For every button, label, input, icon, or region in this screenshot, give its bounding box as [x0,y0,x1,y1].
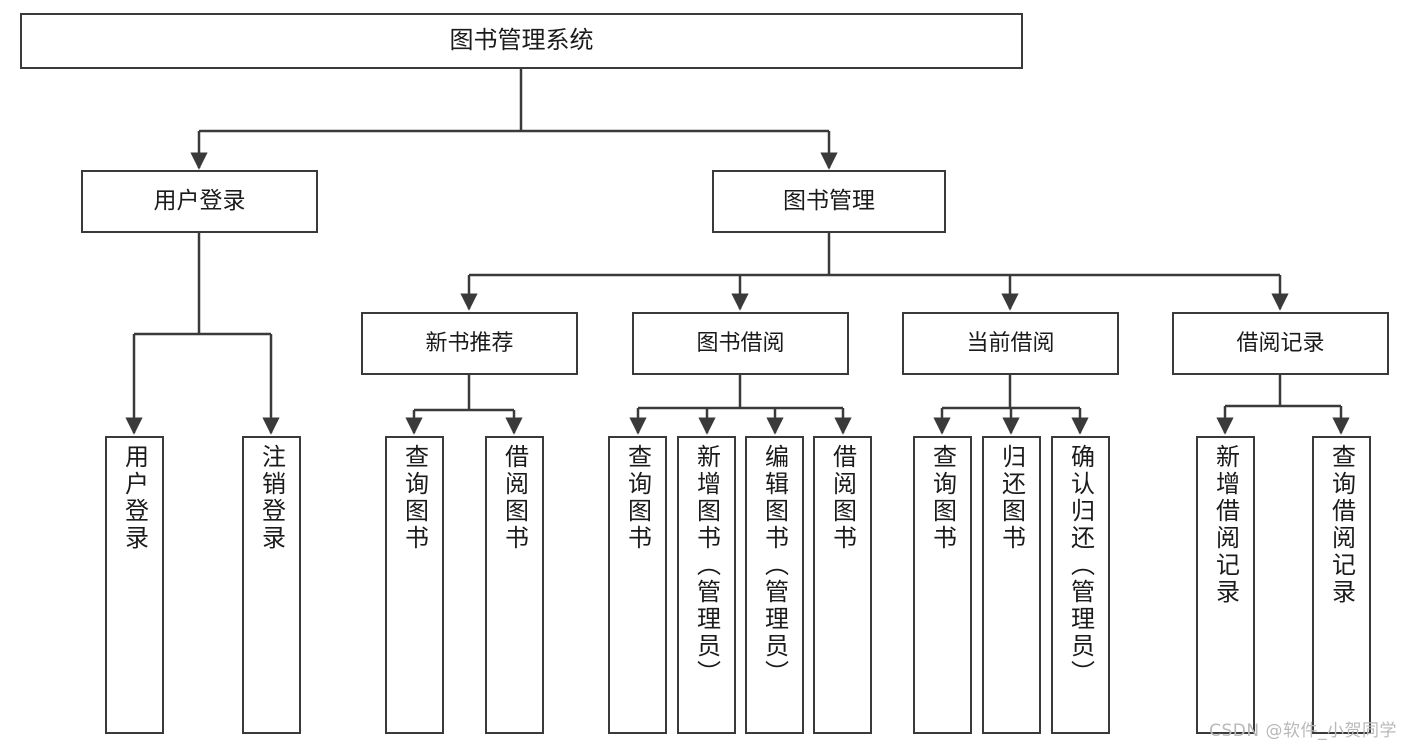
node-leaf-user-login-label: 用户登录 [120,444,149,552]
node-leaf-borrow-book-a[interactable]: 借阅图书 [485,436,544,734]
node-book-management[interactable]: 图书管理 [712,170,946,233]
node-leaf-query-book-c-label: 查询图书 [928,444,957,552]
node-new-book-recommend[interactable]: 新书推荐 [361,312,578,375]
node-leaf-query-book-a[interactable]: 查询图书 [385,436,444,734]
node-leaf-user-login[interactable]: 用户登录 [105,436,164,734]
node-leaf-query-book-b-label: 查询图书 [623,444,652,552]
node-leaf-add-book-label: 新增图书（管理员） [692,444,721,687]
node-leaf-confirm-return[interactable]: 确认归还（管理员） [1051,436,1110,734]
node-leaf-add-book[interactable]: 新增图书（管理员） [677,436,736,734]
node-leaf-confirm-return-label: 确认归还（管理员） [1066,444,1095,687]
node-leaf-query-book-b[interactable]: 查询图书 [608,436,667,734]
watermark-text: CSDN @软件_小贺同学 [1209,721,1397,741]
node-borrow-record[interactable]: 借阅记录 [1172,312,1389,375]
node-leaf-query-book-a-label: 查询图书 [400,444,429,552]
node-current-borrow[interactable]: 当前借阅 [902,312,1119,375]
node-leaf-logout-label: 注销登录 [257,444,286,552]
node-leaf-borrow-book-a-label: 借阅图书 [500,444,529,552]
node-leaf-add-borrow-record-label: 新增借阅记录 [1211,444,1240,606]
node-leaf-edit-book[interactable]: 编辑图书（管理员） [745,436,804,734]
node-leaf-logout[interactable]: 注销登录 [242,436,301,734]
node-leaf-query-borrow-record[interactable]: 查询借阅记录 [1312,436,1371,734]
node-root[interactable]: 图书管理系统 [20,13,1023,69]
node-borrow-record-label: 借阅记录 [1236,330,1325,356]
node-leaf-query-book-c[interactable]: 查询图书 [913,436,972,734]
node-leaf-add-borrow-record[interactable]: 新增借阅记录 [1196,436,1255,734]
node-leaf-return-book[interactable]: 归还图书 [982,436,1041,734]
node-book-borrow-label: 图书借阅 [696,330,785,356]
node-leaf-edit-book-label: 编辑图书（管理员） [760,444,789,687]
node-leaf-query-borrow-record-label: 查询借阅记录 [1327,444,1356,606]
node-book-management-label: 图书管理 [783,188,875,215]
node-leaf-borrow-book-b-label: 借阅图书 [828,444,857,552]
node-root-label: 图书管理系统 [449,26,594,55]
node-user-login-label: 用户登录 [153,188,246,215]
node-leaf-borrow-book-b[interactable]: 借阅图书 [813,436,872,734]
node-book-borrow[interactable]: 图书借阅 [632,312,849,375]
node-new-book-recommend-label: 新书推荐 [425,330,514,356]
node-user-login[interactable]: 用户登录 [81,170,318,233]
node-current-borrow-label: 当前借阅 [966,330,1055,356]
node-leaf-return-book-label: 归还图书 [997,444,1026,552]
